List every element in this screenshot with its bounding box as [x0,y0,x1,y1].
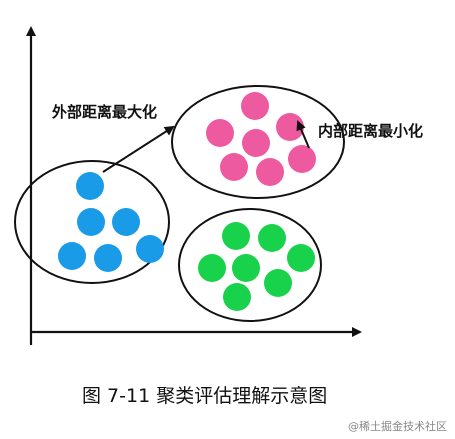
watermark: @稀土掘金技术社区 [348,419,447,433]
outer-distance-arrow [102,125,175,173]
outer-distance-label: 外部距离最大化 [51,103,157,121]
figure-caption: 图 7-11 聚类评估理解示意图 [82,385,327,407]
pink-cluster-boundary [171,85,345,199]
green-point [258,224,286,252]
green-point [223,283,251,311]
pink-point [242,129,270,157]
blue-point [94,244,122,272]
blue-point [77,208,105,236]
green-cluster-boundary [178,208,322,322]
pink-point [276,113,304,141]
pink-point [256,158,284,186]
green-point [222,222,250,250]
blue-point [58,242,86,270]
blue-point [136,235,164,263]
pink-cluster-points [206,92,316,186]
green-cluster-points [198,222,315,311]
pink-point [288,145,316,173]
blue-point [76,172,104,200]
green-point [287,244,315,272]
blue-cluster-boundary [14,160,170,284]
green-point [232,254,260,282]
inner-distance-label: 内部距离最小化 [318,122,423,140]
blue-point [112,208,140,236]
pink-point [241,92,269,120]
green-point [264,269,292,297]
blue-cluster-points [58,172,164,272]
pink-point [220,153,248,181]
inner-distance-arrow [296,120,310,149]
pink-point [206,119,234,147]
green-point [198,254,226,282]
